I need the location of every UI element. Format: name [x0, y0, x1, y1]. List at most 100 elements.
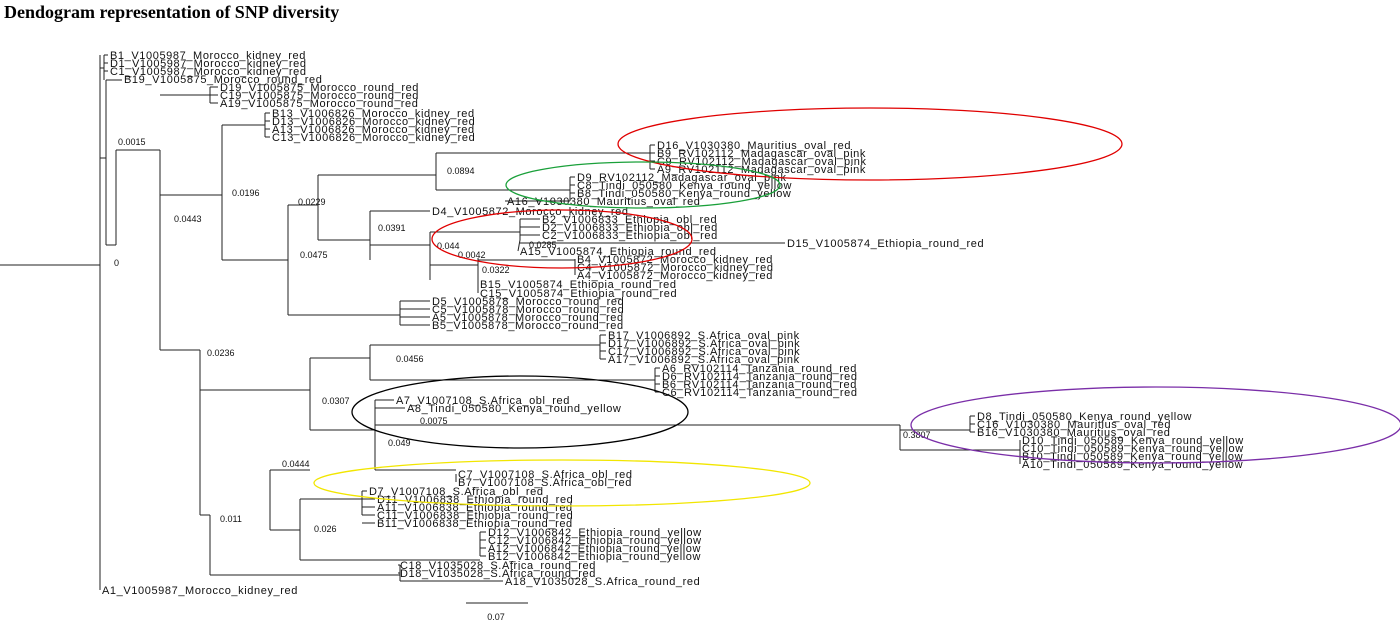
leaf-label: B17_V1006892_S.Africa_oval_pink: [608, 330, 800, 342]
leaf-label: C4_V1005872_Morocco_kidney_red: [577, 262, 774, 274]
tree-branches: [0, 54, 1021, 590]
leaf-label: A11_V1006838_Ethiopia_round_red: [377, 502, 573, 514]
leaf-label: D10_Tindi_050589_Kenya_round_yellow: [1022, 435, 1244, 447]
leaf-label: A12_V1006842_Ethiopia_round_yellow: [488, 543, 701, 555]
branch-length-label: 0.044: [437, 241, 460, 251]
leaf-label: D6_RV102114_Tanzania_round_red: [662, 371, 858, 383]
leaf-label: C17_V1006892_S.Africa_oval_pink: [608, 346, 800, 358]
root-label: 0: [114, 258, 119, 268]
branch-length-label: 0.0475: [300, 250, 328, 260]
leaf-label: C13_V1006826_Morocco_kidney_red: [272, 132, 475, 144]
branch-length-label: 0.0444: [282, 459, 310, 469]
leaf-label: B13_V1006826_Morocco_kidney_red: [272, 108, 475, 120]
leaf-label: D15_V1005874_Ethiopia_round_red: [787, 238, 984, 250]
leaf-label: A10_Tindi_050589_Kenya_round_yellow: [1022, 459, 1243, 471]
leaf-label: D5_V1005878_Morocco_round_red: [432, 296, 624, 308]
leaf-label: A9_RV102112_Madagascar_oval_pink: [657, 164, 866, 176]
tree-branch: [517, 239, 521, 252]
branch-length-label: 0.0229: [298, 197, 326, 207]
leaf-label: C8_Tindi_050580_Kenya_round_yellow: [577, 180, 792, 192]
leaf-label: B5_V1005878_Morocco_round_red: [432, 320, 624, 332]
branch-length-label: 0.0236: [207, 348, 235, 358]
leaf-label: D17_V1006892_S.Africa_oval_pink: [608, 338, 800, 350]
leaf-label: C2_V1006833_Ethiopia_obl_red: [542, 230, 718, 242]
leaf-label: D2_V1006833_Ethiopia_obl_red: [542, 222, 718, 234]
branch-length-label: 0.0015: [118, 137, 146, 147]
leaf-label: A1_V1005987_Morocco_kidney_red: [102, 585, 298, 597]
leaf-label: C10_Tindi_050589_Kenya_round_yellow: [1022, 443, 1244, 455]
branch-length-label: 0.0391: [378, 223, 406, 233]
leaf-label: B8_Tindi_050580_Kenya_round_yellow: [577, 188, 791, 200]
leaf-label: A6_RV102114_Tanzania_round_red: [662, 363, 857, 375]
leaf-label: A17_V1006892_S.Africa_oval_pink: [608, 354, 800, 366]
leaf-label: B2_V1006833_Ethiopia_obl_red: [542, 214, 717, 226]
leaf-label: A19_V1005875_Morocco_round_red: [220, 98, 418, 110]
leaf-label: C5_V1005878_Morocco_round_red: [432, 304, 624, 316]
red-oval-mauritius: [617, 107, 1123, 181]
branch-length-labels: 0.0015 0.0443 0.0196 0.0229 0.0894 0.0391 0.04…: [118, 137, 931, 534]
branch-length-label: 0.011: [220, 514, 242, 524]
leaf-label: A4_V1005872_Morocco_kidney_red: [577, 270, 773, 282]
leaf-label: B6_RV102114_Tanzania_round_red: [662, 379, 857, 391]
leaf-label: B15_V1005874_Ethiopia_round_red: [480, 279, 677, 291]
leaf-label: B9_RV102112_Madagascar_oval_pink: [657, 148, 866, 160]
leaf-label: B11_V1006838_Ethiopia_round_red: [377, 518, 573, 530]
leaf-label: B4_V1005872_Morocco_kidney_red: [577, 254, 773, 266]
leaf-label: D1_V1005987_Morocco_kidney_red: [110, 58, 307, 70]
branch-length-label: 0.049: [388, 438, 411, 448]
branch-length-label: 0.0196: [232, 188, 260, 198]
scale-bar: 0.07: [466, 602, 528, 622]
branch-length-label: 0.0894: [447, 166, 475, 176]
leaf-label: D18_V1035028_S.Africa_round_red: [400, 568, 596, 580]
leaf-label: C19_V1005875_Morocco_round_red: [220, 90, 419, 102]
leaf-label: D8_Tindi_050580_Kenya_round_yellow: [977, 411, 1192, 423]
branch-length-label: 0.0307: [322, 396, 350, 406]
leaf-label: A13_V1006826_Morocco_kidney_red: [272, 124, 475, 136]
branch-length-label: 0.0443: [174, 214, 202, 224]
yellow-oval-safrica: [313, 459, 811, 507]
leaf-label: C15_V1005874_Ethiopia_round_red: [480, 288, 677, 300]
branch-length-label: 0.3807: [903, 430, 931, 440]
leaf-label: C12_V1006842_Ethiopia_round_yellow: [488, 535, 702, 547]
leaf-label: B10_Tindi_050589_Kenya_round_yellow: [1022, 451, 1243, 463]
leaf-label: A5_V1005878_Morocco_round_red: [432, 312, 624, 324]
branch-length-label: 0.026: [314, 524, 337, 534]
leaf-label: D11_V1006838_Ethiopia_round_red: [377, 494, 573, 506]
leaf-label: A18_V1035028_S.Africa_round_red: [505, 576, 700, 588]
scale-bar-label: 0.07: [487, 612, 505, 622]
leaf-label: D16_V1030380_Mauritius_oval_red: [657, 140, 851, 152]
highlight-ovals: [313, 107, 1400, 507]
leaf-label: B12_V1006842_Ethiopia_round_yellow: [488, 551, 701, 563]
leaf-label: C7_V1007108_S.Africa_obl_red: [458, 469, 633, 481]
leaf-label: C1_V1005987_Morocco_kidney_red: [110, 66, 307, 78]
leaf-label: A16_V1030380_Mauritius_oval_red: [507, 196, 701, 208]
leaf-label: A8_Tindi_050580_Kenya_round_yellow: [407, 403, 621, 415]
branch-length-label: 0.0456: [396, 354, 424, 364]
branch-length-label: 0.0075: [420, 416, 448, 426]
leaf-label: C18_V1035028_S.Africa_round_red: [400, 560, 596, 572]
leaf-label: B1_V1005987_Morocco_kidney_red: [110, 50, 306, 62]
leaf-label: C6_RV102114_Tanzania_round_red: [662, 387, 858, 399]
leaf-label: B7_V1007108_S.Africa_obl_red: [458, 477, 632, 489]
branch-length-label: 0.0322: [482, 265, 510, 275]
leaf-label: C11_V1006838_Ethiopia_round_red: [377, 510, 573, 522]
green-oval-kenya: [505, 161, 781, 209]
leaf-label: A15_V1005874_Ethiopia_round_red: [520, 246, 717, 258]
leaf-label: D13_V1006826_Morocco_kidney_red: [272, 116, 475, 128]
figure-title: Dendogram representation of SNP diversit…: [4, 2, 340, 22]
leaf-label: C16_V1030380_Mauritius_oval_red: [977, 419, 1171, 431]
branch-length-label: 0.0042: [458, 250, 486, 260]
leaf-labels: B1_V1005987_Morocco_kidney_redD1_V100598…: [102, 50, 1244, 597]
leaf-label: D4_V1005872_Morocco_kidney_red: [432, 206, 629, 218]
leaf-label: B19_V1005875_Morocco_round_red: [124, 74, 322, 86]
leaf-label: D12_V1006842_Ethiopia_round_yellow: [488, 527, 702, 539]
leaf-label: B16_V1030380_Mauritius_oval_red: [977, 427, 1171, 439]
leaf-label: D19_V1005875_Morocco_round_red: [220, 82, 419, 94]
leaf-label: A7_V1007108_S.Africa_obl_red: [396, 395, 570, 407]
purple-oval-kenya: [910, 386, 1400, 464]
branch-length-label: 0.0285: [529, 240, 557, 250]
black-oval-safrica: [351, 375, 689, 449]
leaf-label: D7_V1007108_S.Africa_obl_red: [369, 486, 544, 498]
red-oval-ethiopia: [431, 209, 693, 269]
